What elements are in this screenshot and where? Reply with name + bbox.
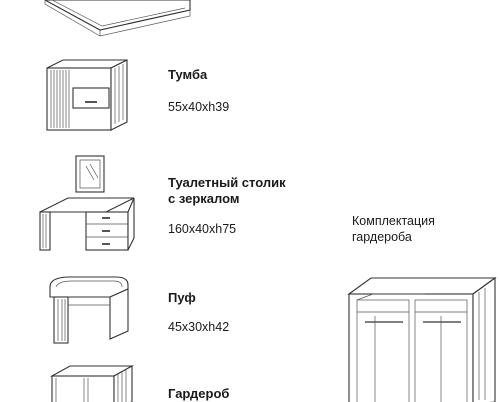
vanity-dimensions: 160x40xh75 <box>168 222 237 236</box>
nightstand-dimensions: 55x40xh39 <box>168 100 230 114</box>
wardrobe-name: Гардероб <box>168 386 230 401</box>
vanity-illustration <box>39 155 135 251</box>
bed-illustration <box>44 0 191 37</box>
nightstand-name: Тумба <box>168 67 208 82</box>
wardrobe-note-line1: Комплектация <box>352 214 435 228</box>
vanity-name-line2: с зеркалом <box>168 191 240 206</box>
wardrobe-note-line2: гардероба <box>352 230 412 244</box>
wardrobe-illustration <box>49 365 135 402</box>
nightstand-illustration <box>46 59 128 131</box>
ottoman-dimensions: 45x30xh42 <box>168 320 230 334</box>
ottoman-illustration <box>49 276 129 344</box>
ottoman-name: Пуф <box>168 290 196 305</box>
vanity-name-line1: Туалетный столик <box>168 175 286 190</box>
wardrobe-interior-illustration <box>347 276 497 402</box>
